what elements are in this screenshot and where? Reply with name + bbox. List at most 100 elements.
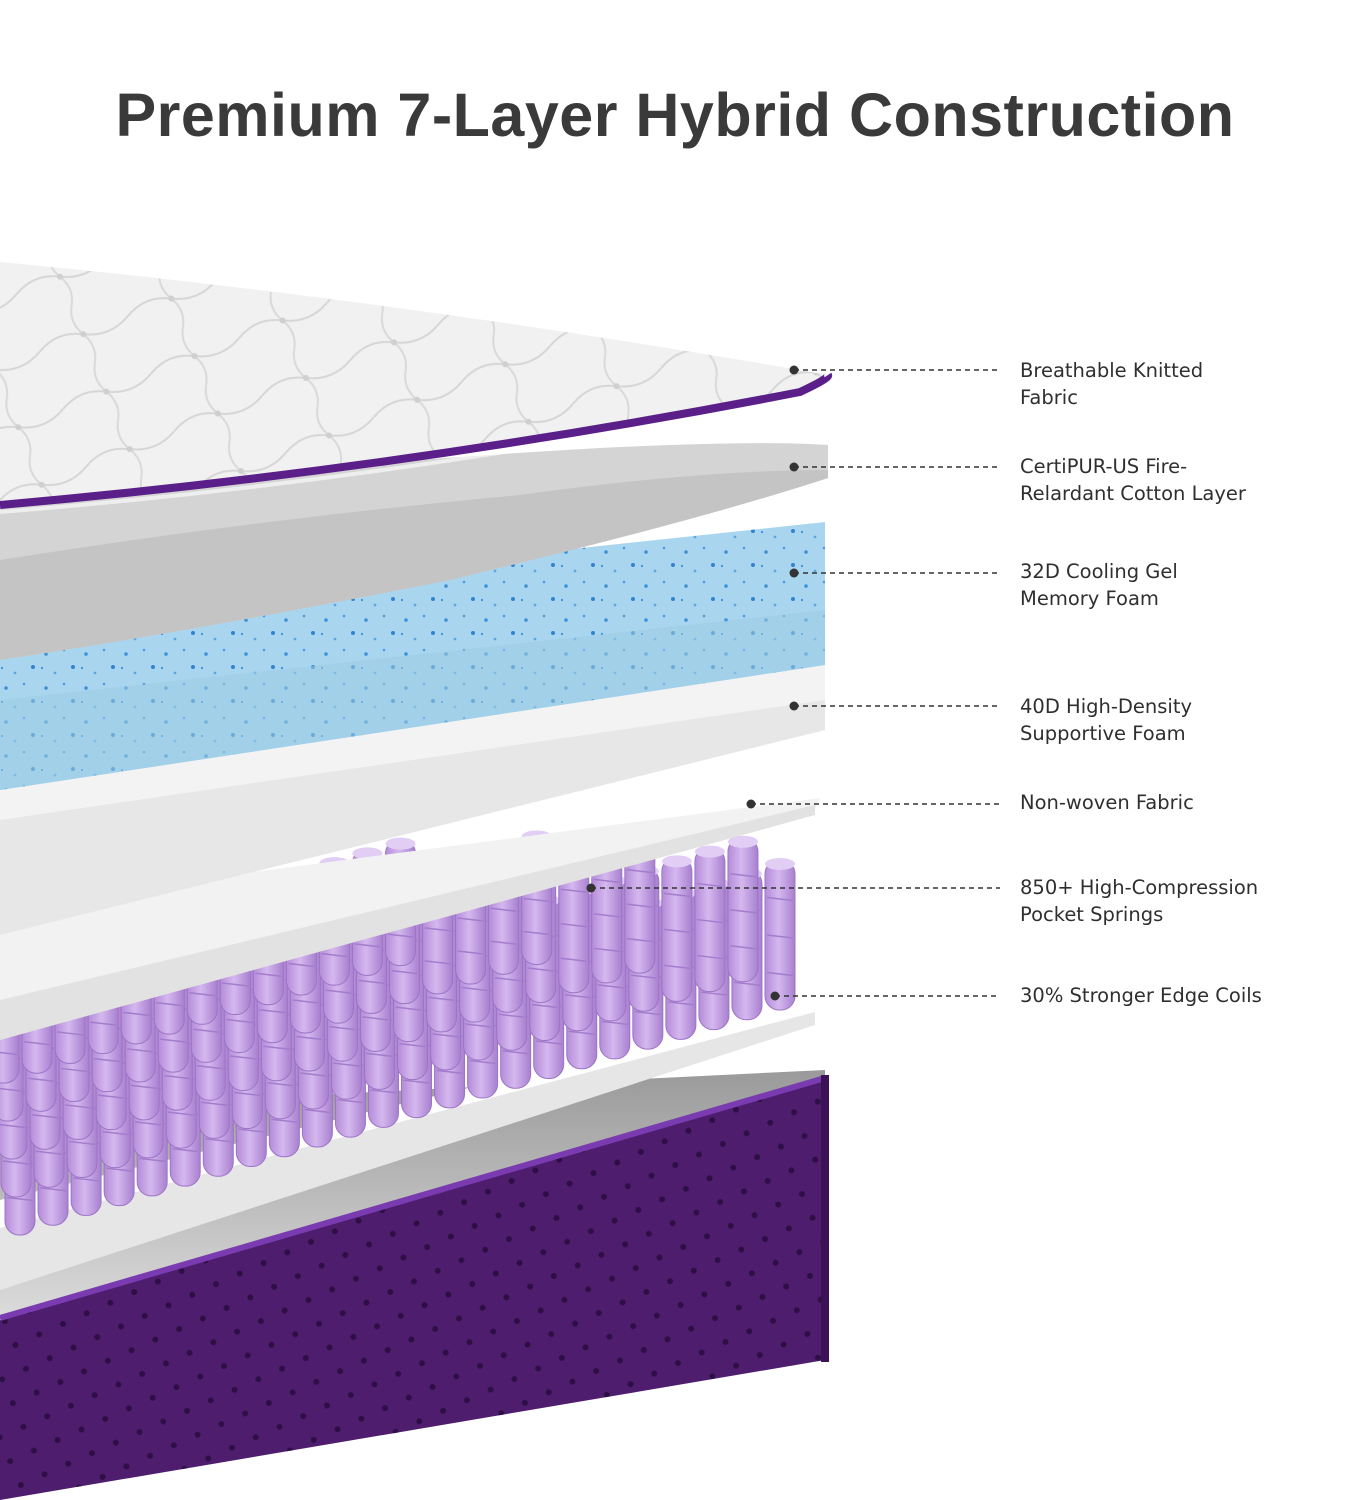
pocket-spring-band: [626, 868, 653, 874]
pocket-spring-band: [370, 1089, 397, 1094]
pocket-spring-band: [387, 933, 414, 938]
layer-label-line: 40D High-Density: [1020, 695, 1193, 718]
pocket-spring-band: [168, 1111, 195, 1116]
pocket-spring-band: [255, 972, 282, 977]
leader-dot: [789, 701, 799, 711]
pocket-spring-band: [696, 882, 723, 888]
pocket-spring-cap: [385, 837, 416, 850]
pocket-spring-band: [457, 950, 484, 955]
layer-label-cotton: CertiPUR-US Fire- Relardant Cotton Layer: [1020, 453, 1246, 507]
pocket-spring-band: [69, 1140, 96, 1146]
pocket-spring-band: [568, 1030, 595, 1035]
pocket-spring-band: [593, 947, 620, 953]
pocket-spring-band: [560, 888, 587, 893]
pocket-spring-band: [634, 1010, 661, 1016]
pocket-spring-band: [502, 1050, 529, 1055]
pocket-spring-band: [292, 999, 319, 1004]
pocket-spring-band: [288, 962, 315, 968]
pocket-spring-band: [428, 996, 455, 1002]
leader-dot: [789, 365, 799, 375]
pocket-spring-band: [131, 1084, 158, 1090]
pocket-spring-band: [663, 964, 690, 970]
pocket-spring-band: [106, 1167, 133, 1172]
pocket-spring-band: [65, 1104, 92, 1109]
pocket-spring-band: [424, 927, 451, 932]
pocket-spring-band: [201, 1101, 228, 1107]
pocket-spring-band: [263, 1045, 290, 1050]
pocket-spring-band: [663, 892, 690, 898]
page-title: Premium 7-Layer Hybrid Construction: [115, 81, 1235, 149]
pocket-spring-band: [593, 878, 620, 884]
pocket-spring-band: [329, 1025, 356, 1031]
pocket-spring-band: [27, 1077, 55, 1082]
pocket-spring-cap: [765, 858, 795, 870]
pocket-spring-band: [395, 1006, 422, 1011]
pocket-spring-band: [490, 940, 517, 946]
pocket-spring-band: [2, 1160, 30, 1165]
pocket-spring-band: [766, 934, 794, 939]
layer-label-line: 30% Stronger Edge Coils: [1020, 984, 1262, 1007]
layer-label-gel-foam: 32D Cooling Gel Memory Foam: [1020, 558, 1178, 612]
pocket-spring-band: [436, 1069, 463, 1075]
layer-label-knitted-fabric: Breathable Knitted Fabric: [1020, 357, 1203, 411]
pocket-spring-band: [6, 1196, 34, 1202]
leader-dot: [746, 799, 756, 809]
pocket-spring-band: [90, 1021, 117, 1026]
pocket-spring-band: [494, 977, 521, 982]
pocket-spring-band: [160, 1038, 187, 1043]
pocket-spring-band: [696, 918, 723, 924]
pocket-spring-band: [23, 1040, 51, 1046]
pocket-spring-band: [527, 967, 554, 972]
pocket-spring-band: [57, 1031, 84, 1036]
pocket-spring-band: [205, 1138, 232, 1143]
pocket-spring-band: [663, 928, 690, 934]
pocket-spring-band: [432, 1033, 459, 1038]
base-layer: [0, 1070, 829, 1500]
pocket-spring-band: [139, 1157, 166, 1163]
non-woven-fabric-layer: [0, 798, 820, 1040]
layer-label-support-foam: 40D High-Density Supportive Foam: [1020, 693, 1192, 747]
pocket-spring-band: [102, 1130, 129, 1136]
pocket-spring-band: [193, 1028, 220, 1034]
pocket-spring-band: [61, 1067, 88, 1073]
pocket-spring-band: [630, 974, 657, 979]
leader-dot: [789, 462, 799, 472]
pocket-spring-band: [403, 1079, 430, 1084]
pocket-spring-band: [300, 1072, 327, 1077]
pocket-spring-band: [156, 1001, 183, 1007]
pocket-spring-band: [560, 957, 587, 962]
pocket-spring-band: [358, 979, 385, 985]
pocket-spring-band: [729, 873, 757, 878]
pocket-spring-band: [325, 989, 352, 994]
pocket-spring-band: [729, 909, 757, 914]
pocket-spring-band: [626, 937, 653, 943]
knitted-fabric-layer: [0, 262, 833, 514]
pocket-spring-band: [391, 969, 418, 975]
pocket-spring-band: [267, 1081, 294, 1087]
layer-label-line: 850+ High-Compression: [1020, 876, 1259, 899]
leader-dots: [586, 365, 799, 1001]
pocket-spring-band: [626, 903, 653, 908]
pocket-spring-band: [696, 954, 723, 960]
pocket-spring-band: [535, 1040, 562, 1045]
layer-label-line: Memory Foam: [1020, 587, 1159, 610]
pocket-spring-band: [457, 917, 484, 922]
pocket-spring-band: [0, 1051, 18, 1056]
pocket-spring-band: [271, 1118, 298, 1123]
pocket-spring-band: [729, 945, 757, 950]
pocket-spring-band: [733, 981, 761, 987]
pocket-spring-band: [366, 1052, 393, 1058]
layer-label-line: Pocket Springs: [1020, 903, 1164, 926]
pocket-spring-cap: [694, 845, 725, 858]
pocket-spring-band: [333, 1062, 360, 1067]
pocket-spring-band: [31, 1113, 59, 1119]
pocket-spring-band: [321, 952, 348, 958]
pocket-spring-band: [39, 1186, 67, 1192]
pocket-spring-band: [127, 1048, 154, 1053]
pocket-spring-band: [766, 896, 794, 902]
pocket-spring-band: [490, 907, 517, 913]
pocket-spring-band: [523, 897, 550, 903]
layer-label-non-woven: Non-woven Fabric: [1020, 789, 1194, 816]
pocket-spring-band: [337, 1098, 364, 1104]
